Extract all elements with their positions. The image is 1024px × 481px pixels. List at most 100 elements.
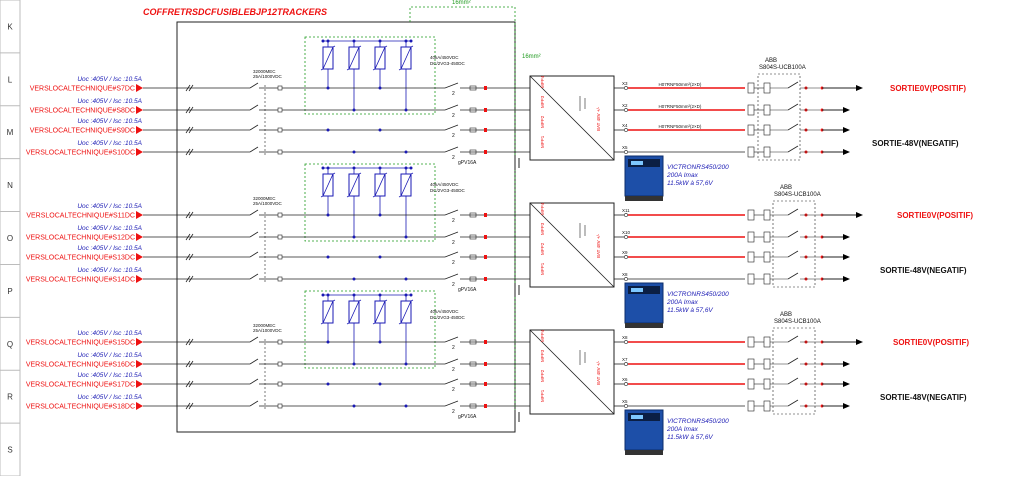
fuse-blade (444, 336, 459, 343)
output-arrow (843, 361, 850, 367)
junction-dot (352, 150, 356, 154)
terminal (624, 86, 628, 90)
terminal (624, 362, 628, 366)
breaker-element (747, 209, 755, 221)
row-letter: K (7, 22, 13, 31)
fuse-blade (444, 400, 459, 407)
spd-model: DC/2VG3-450DC (430, 188, 466, 193)
victron-base (625, 196, 663, 201)
input-arrow (136, 402, 143, 410)
fuse-terminal (484, 404, 487, 408)
switch-blade (249, 273, 259, 280)
switch-contact (277, 234, 283, 240)
breaker-element (747, 358, 755, 370)
inverter-current: 200A Imax (666, 299, 699, 306)
mppt-label: MPP2 (540, 242, 545, 255)
spd-rating: 40kA/450VDC (430, 55, 459, 60)
input-uoc-label: Uoc :405V / Isc :10.5A (77, 352, 142, 359)
terminal-label: X7 (622, 357, 628, 362)
charger-diagonal (529, 329, 615, 415)
fuse-blade (444, 251, 459, 258)
fuse-cartridge (469, 254, 477, 260)
switch-contact (277, 361, 283, 367)
fuse-rating: gPV16A (458, 414, 477, 420)
fuse-cartridge (469, 212, 477, 218)
switch-model: 25A/1000VDC (253, 74, 283, 79)
cable-mark (188, 360, 194, 368)
junction-dot (326, 255, 330, 259)
diagram-title: COFFRETRSDCFUSIBLEBJP12TRACKERS (143, 7, 327, 17)
breaker-element (747, 124, 755, 136)
breaker-blade (787, 272, 799, 280)
inverter-power: 11.5kW à 57,6V (667, 180, 713, 187)
sortie-negative: SORTIE-48V(NEGATIF) (880, 266, 967, 275)
cable-mark (185, 126, 191, 134)
junction-dot (404, 404, 408, 408)
breaker-blade (787, 377, 799, 385)
bat-label: BAT 48V +/- (596, 233, 601, 258)
breaker-element (747, 336, 755, 348)
spd-varistor-slash (372, 299, 388, 325)
breaker-element (763, 378, 771, 390)
junction-dot (378, 86, 382, 90)
fuse-pole: 2 (452, 218, 455, 224)
junction-dot (404, 362, 408, 366)
cable-mark (188, 106, 194, 114)
terminal (624, 255, 628, 259)
breaker-element (763, 82, 771, 94)
fuse-pole: 2 (452, 282, 455, 288)
mppt-label: MPP2 (540, 115, 545, 128)
main-enclosure (176, 21, 516, 433)
fuse-cartridge (469, 381, 477, 387)
spd-rating: 40kA/450VDC (430, 182, 459, 187)
bat-label: BAT 48V +/- (596, 106, 601, 131)
switch-contact (277, 212, 283, 218)
bat-label: BAT 48V +/- (596, 360, 601, 385)
terminal (624, 340, 628, 344)
input-label: VERSLOCALTECHNIQUE#S9DC (30, 128, 135, 135)
victron-display (631, 288, 643, 292)
fuse-terminal (484, 340, 487, 344)
spd-node (321, 293, 325, 297)
junction-dot (378, 255, 382, 259)
input-uoc-label: Uoc :405V / Isc :10.5A (77, 330, 142, 337)
fuse-terminal (484, 108, 487, 112)
switch-contact (277, 276, 283, 282)
terminal-label: X8 (622, 272, 628, 277)
cable-mark (185, 380, 191, 388)
cable-mark (185, 338, 191, 346)
breaker-element (747, 82, 755, 94)
cable-mark (188, 84, 194, 92)
cable-mark (185, 233, 191, 241)
fuse-cartridge (469, 234, 477, 240)
victron-screen (628, 286, 660, 294)
fuse-pole: 2 (452, 240, 455, 246)
switch-rating: 32000MEC (253, 196, 276, 201)
mppt-label: MPP1 (540, 389, 545, 402)
mppt-label: MPP4 (540, 329, 545, 342)
breaker-element (763, 273, 771, 285)
switch-contact (277, 149, 283, 155)
fuse-rating: gPV16A (458, 160, 477, 166)
switch-model: 25A/1000VDC (253, 201, 283, 206)
cable-mark (188, 126, 194, 134)
mppt-label: MPP1 (540, 135, 545, 148)
junction-dot (326, 213, 330, 217)
cable-mark (185, 148, 191, 156)
inverter-power: 11.5kW à 57,6V (667, 307, 713, 314)
cable-mark (185, 253, 191, 261)
terminal-label: X10 (622, 230, 631, 235)
fuse-terminal (484, 362, 487, 366)
junction-dot (352, 362, 356, 366)
fuse-cartridge (469, 107, 477, 113)
breaker-element (747, 251, 755, 263)
input-uoc-label: Uoc :405V / Isc :10.5A (77, 372, 142, 379)
fuse-pole: 2 (452, 155, 455, 161)
input-uoc-label: Uoc :405V / Isc :10.5A (77, 245, 142, 252)
row-letter: M (7, 128, 14, 137)
spd-varistor-slash (372, 45, 388, 71)
cable-mark (188, 253, 194, 261)
fuse-rating: gPV16A (458, 287, 477, 293)
fuse-pole: 2 (452, 387, 455, 393)
